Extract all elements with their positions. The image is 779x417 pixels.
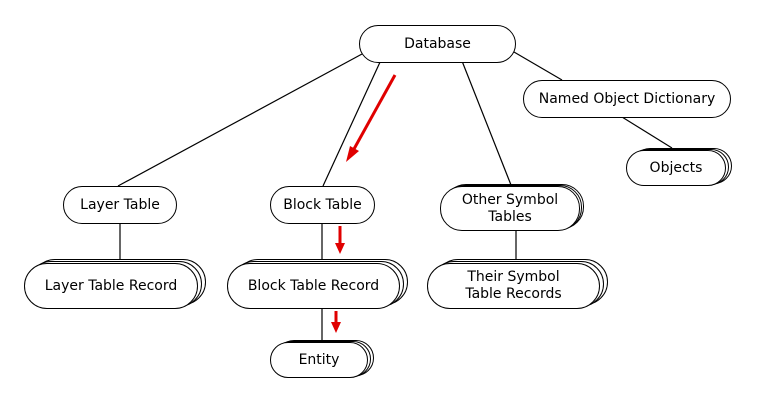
node-entity-label: Entity [298, 351, 340, 368]
node-named-object-dictionary: Named Object Dictionary [523, 80, 731, 118]
connector-database-named-object-dictionary [513, 51, 563, 81]
node-named-object-dictionary-label: Named Object Dictionary [538, 90, 716, 107]
node-database-label: Database [404, 35, 471, 52]
node-block-table-record: Block Table Record [227, 259, 408, 309]
node-objects: Objects [626, 148, 732, 186]
node-other-symbol-tables: Other Symbol Tables [440, 184, 584, 231]
node-their-symbol-table-records: Their Symbol Table Records [427, 259, 608, 309]
node-objects-label: Objects [649, 159, 703, 176]
red-arrow-block-table-to-record [335, 226, 345, 254]
node-layer-table-record-label: Layer Table Record [44, 277, 178, 294]
red-arrow-record-to-entity [331, 311, 341, 333]
connector-database-other-symbol-tables [461, 60, 512, 186]
node-other-symbol-tables-label-line2: Tables [488, 208, 532, 225]
connector-named-object-dictionary-objects [621, 116, 673, 149]
red-arrow-database-to-block-table [346, 74, 397, 162]
node-layer-table: Layer Table [63, 186, 177, 224]
node-other-symbol-tables-label-line1: Other Symbol [461, 191, 559, 208]
connector-database-layer-table [117, 53, 363, 187]
node-their-symbol-table-records-label-line1: Their Symbol [467, 269, 560, 285]
node-entity: Entity [270, 340, 374, 378]
node-layer-table-label: Layer Table [80, 196, 160, 213]
node-block-table: Block Table [270, 186, 375, 224]
node-their-symbol-table-records-label-line2: Table Records [465, 286, 562, 302]
node-block-table-label: Block Table [283, 196, 362, 213]
node-layer-table-record: Layer Table Record [24, 259, 206, 309]
node-block-table-record-label: Block Table Record [247, 277, 380, 294]
node-database: Database [359, 25, 516, 63]
connector-database-block-table [322, 59, 382, 187]
